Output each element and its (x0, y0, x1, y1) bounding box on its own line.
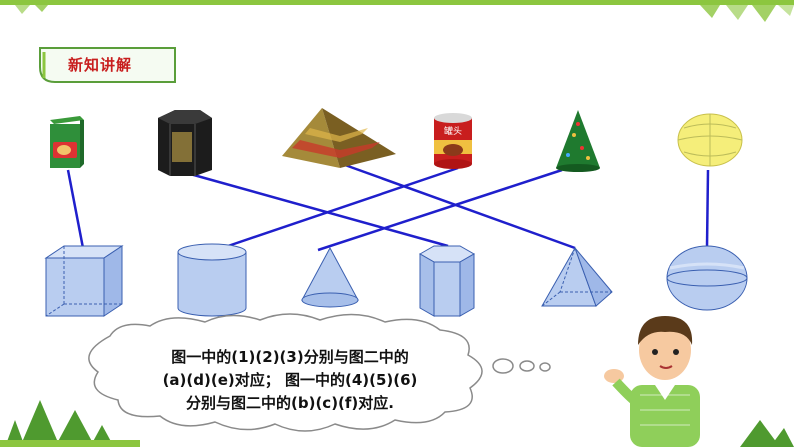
thought-bubble (88, 313, 551, 432)
pyramid-model-image (282, 108, 396, 168)
line-drink-cube (66, 169, 85, 249)
cartoon-boy (604, 316, 700, 447)
hexagonal-prism-solid (418, 245, 476, 317)
food-can-image: 罐头 (434, 113, 472, 169)
svg-text:罐头: 罐头 (444, 125, 462, 137)
christmas-tree-image (556, 110, 600, 172)
cylinder-solid (177, 243, 247, 317)
explanation-text: 图一中的(1)(2)(3)分别与图二中的 (a)(d)(e)对应； 图一中的(4… (100, 346, 480, 415)
ball-image (677, 113, 743, 167)
section-badge-shape (39, 47, 176, 83)
top-accent-bar (0, 0, 794, 5)
tea-tin-image (158, 110, 212, 176)
leaf-decoration (15, 5, 794, 22)
section-badge-label: 新知讲解 (67, 56, 132, 74)
line-can-cylinder (227, 166, 459, 248)
explanation-line-1: 图一中的(1)(2)(3)分别与图二中的 (171, 348, 409, 366)
line-ball-sphere (705, 169, 710, 248)
tree-decoration-right (740, 420, 794, 447)
drink-box-image (50, 116, 84, 168)
tree-decoration (0, 400, 140, 447)
explanation-line-2: (a)(d)(e)对应； 图一中的(4)(5)(6) (162, 371, 418, 389)
sphere-solid (666, 245, 748, 311)
cone-solid (301, 246, 359, 308)
line-pyramid-pyramid (344, 163, 576, 250)
connection-lines (66, 163, 710, 252)
cube-solid (44, 245, 124, 317)
line-tree-cone (317, 168, 563, 252)
explanation-line-3: 分别与图二中的(b)(c)(f)对应. (186, 394, 394, 412)
square-pyramid-solid (541, 246, 613, 307)
line-tea-prism (182, 170, 449, 248)
